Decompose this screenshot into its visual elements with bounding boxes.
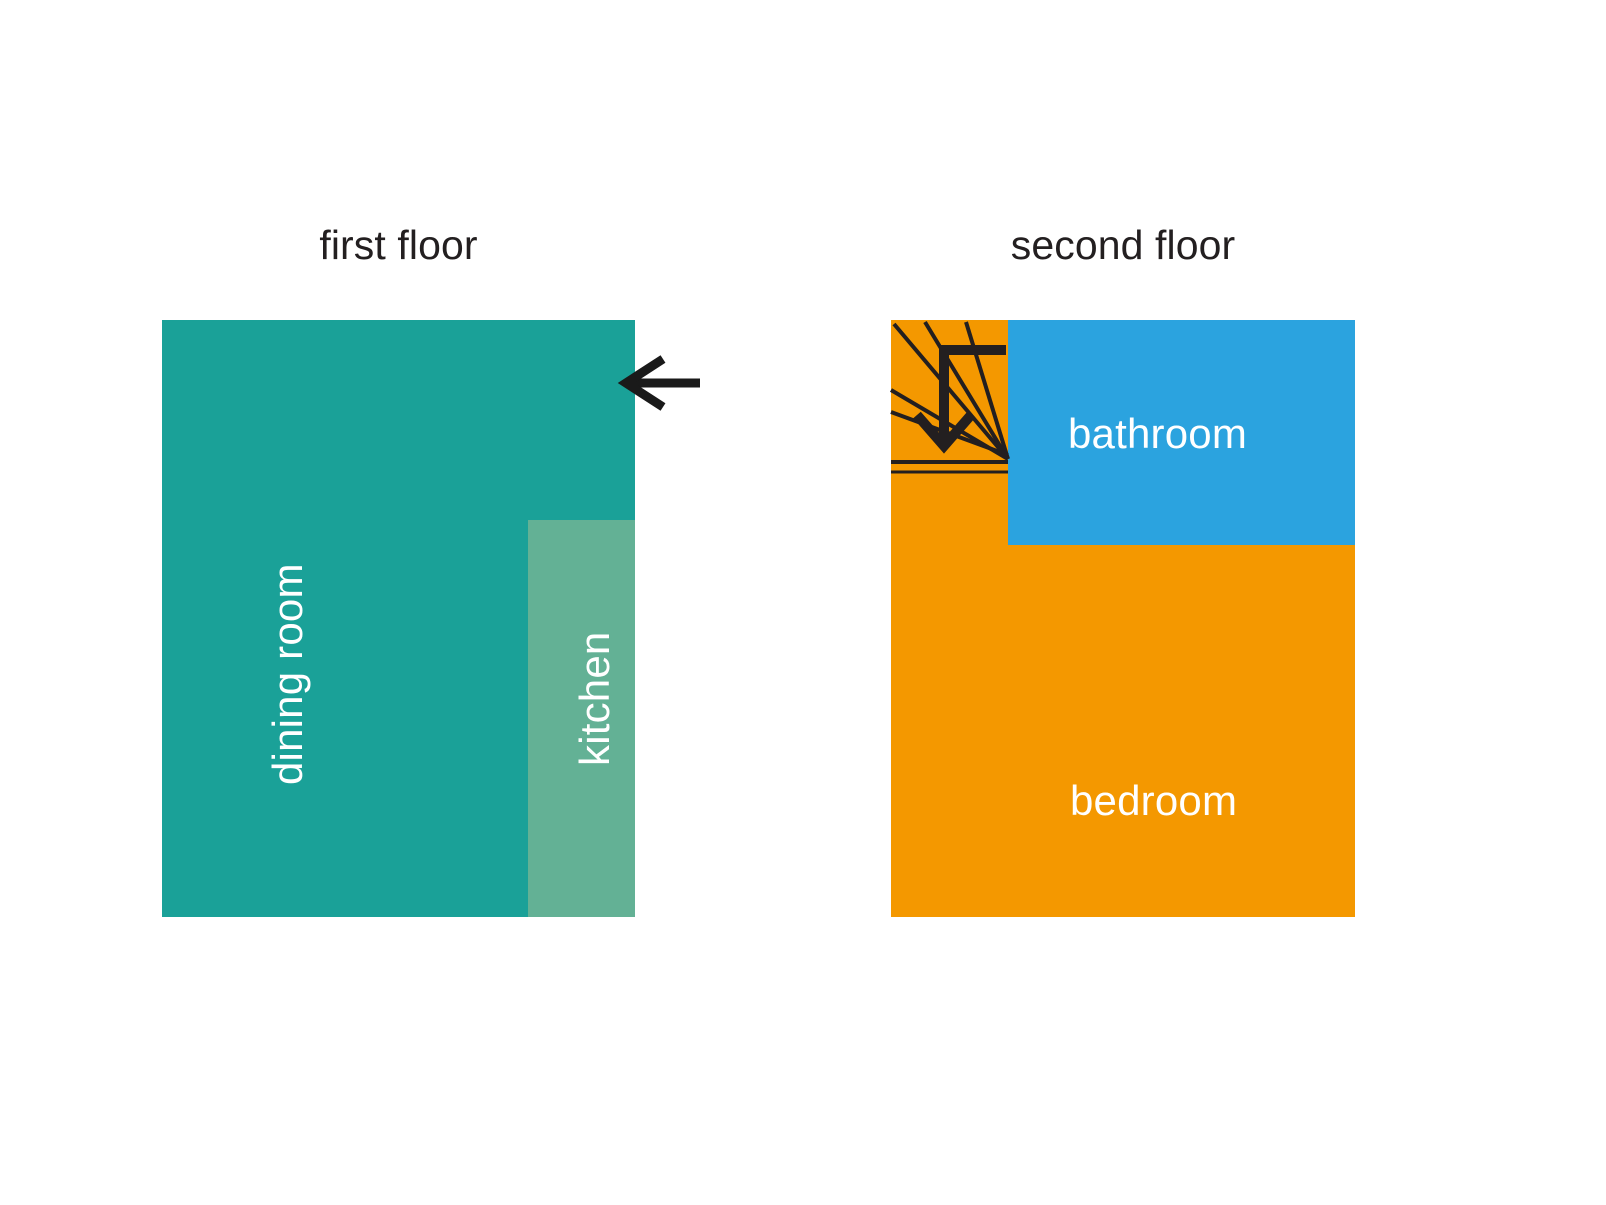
room-label-kitchen: kitchen	[571, 631, 618, 766]
room-kitchen[interactable]	[528, 520, 635, 917]
room-bathroom[interactable]	[1008, 320, 1355, 545]
entry-arrow-icon	[617, 355, 700, 411]
room-label-bathroom: bathroom	[1068, 410, 1248, 457]
room-label-bedroom: bedroom	[1070, 777, 1238, 824]
second-floor-title: second floor	[1010, 222, 1236, 268]
first-floor-title: first floor	[319, 222, 478, 268]
room-label-dining-room: dining room	[264, 563, 311, 785]
